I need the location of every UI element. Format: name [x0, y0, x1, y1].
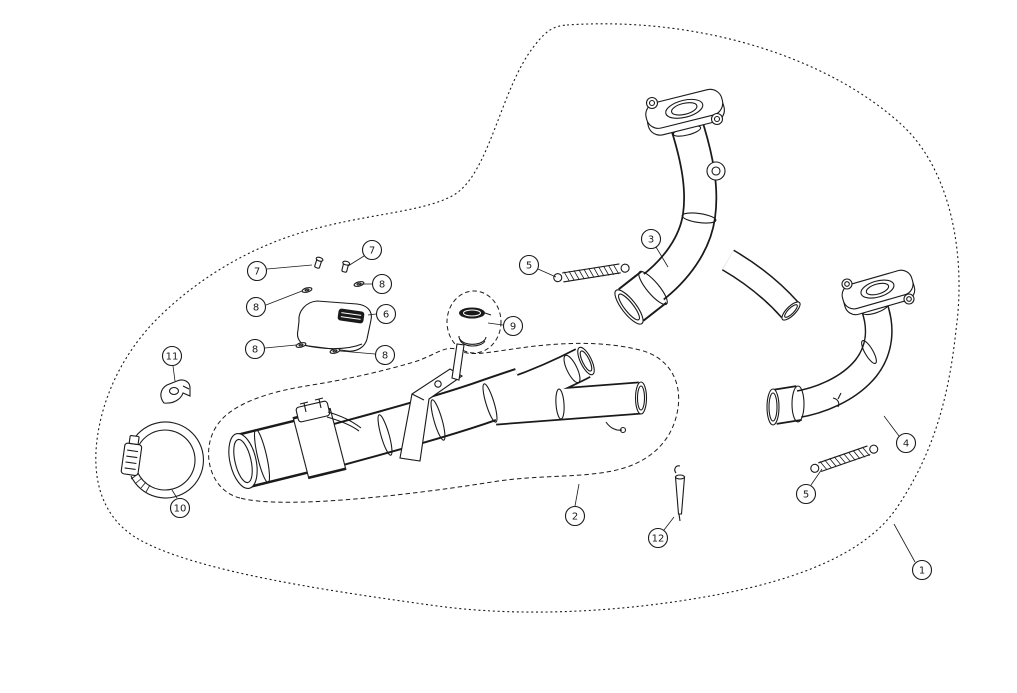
svg-text:8: 8	[382, 351, 388, 362]
part6-heat-shield	[296, 300, 372, 352]
svg-text:6: 6	[383, 310, 389, 321]
callout-9: 9	[502, 315, 524, 337]
callout-4: 4	[895, 432, 917, 454]
svg-text:9: 9	[510, 322, 516, 333]
part8-washer-2	[353, 281, 365, 287]
callout-5a: 5	[518, 254, 540, 276]
part4-header-pipe	[766, 269, 916, 426]
callout-11: 11	[161, 345, 183, 367]
svg-text:12: 12	[652, 534, 665, 545]
part8-washer-3	[295, 342, 307, 348]
svg-text:8: 8	[252, 345, 258, 356]
part2-collector-assembly	[228, 343, 648, 489]
part7-rivet-1	[314, 256, 324, 269]
svg-text:5: 5	[803, 490, 809, 501]
part8-washer-4	[329, 348, 341, 354]
callout-7b: 7	[361, 239, 383, 261]
callout-12: 12	[647, 527, 669, 549]
svg-text:10: 10	[174, 504, 187, 515]
callout-8c: 8	[244, 338, 266, 360]
inner-boundary-dashed	[208, 290, 680, 503]
part5-spring-2	[810, 444, 879, 473]
svg-text:1: 1	[919, 566, 925, 577]
svg-text:3: 3	[648, 235, 654, 246]
callout-1: 1	[911, 559, 933, 581]
callout-3: 3	[640, 228, 662, 250]
part10-clamp	[120, 421, 204, 499]
svg-text:2: 2	[572, 512, 578, 523]
pipe4-flange	[841, 269, 916, 316]
callout-8a: 8	[245, 296, 267, 318]
part8-washer-1	[301, 287, 313, 293]
part12-cone	[674, 465, 686, 522]
part11-bracket	[160, 379, 191, 404]
callout-8b: 8	[371, 273, 393, 295]
svg-text:8: 8	[253, 303, 259, 314]
part9-clamp	[458, 307, 492, 347]
part7-rivet-2	[341, 260, 351, 273]
outer-boundary-dotted	[95, 23, 960, 613]
callout-5b: 5	[795, 483, 817, 505]
callout-2: 2	[564, 505, 586, 527]
pipe3-flange	[645, 88, 725, 136]
svg-text:11: 11	[166, 352, 179, 363]
part3-header-pipe	[614, 88, 801, 325]
part5-spring-1	[553, 263, 630, 283]
callout-10: 10	[169, 497, 191, 519]
callout-8d: 8	[374, 344, 396, 366]
leader-lines	[171, 246, 916, 563]
svg-text:5: 5	[526, 261, 532, 272]
svg-text:4: 4	[903, 439, 909, 450]
callout-7a: 7	[246, 260, 268, 282]
callout-6: 6	[375, 303, 397, 325]
svg-text:8: 8	[379, 280, 385, 291]
svg-text:7: 7	[369, 246, 375, 257]
svg-text:7: 7	[254, 267, 260, 278]
